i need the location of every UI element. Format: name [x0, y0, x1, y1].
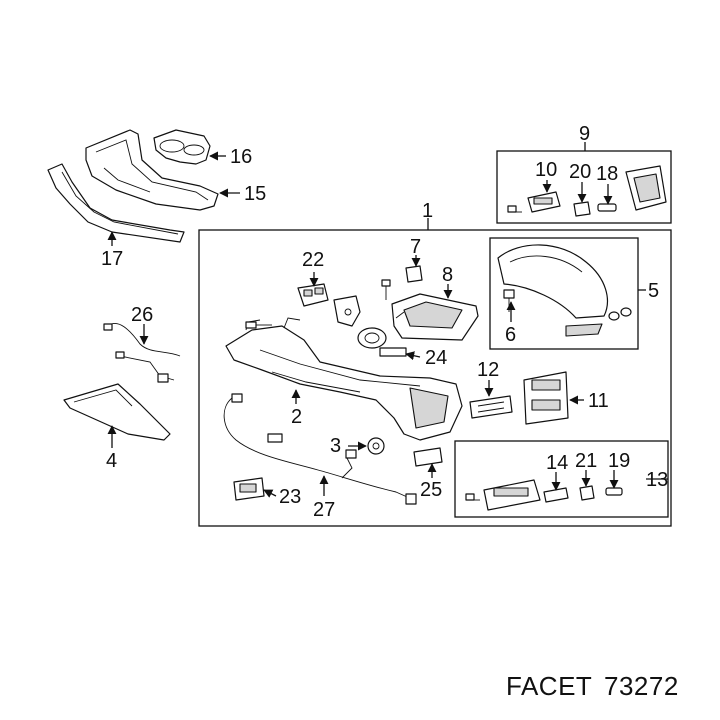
callout-10: 10: [535, 159, 557, 181]
screw-part-9-group: [507, 205, 522, 213]
leader-lines: [107, 142, 668, 498]
callout-2: 2: [291, 406, 302, 428]
wire-harness-part-27: [223, 393, 417, 505]
clip-part-25: [413, 447, 443, 467]
switch-part-14: [543, 487, 569, 503]
washers: [608, 307, 632, 321]
callout-18: 18: [596, 163, 618, 185]
lower-side-panel-part-4: [63, 383, 171, 441]
trim-plate-part-15: [85, 129, 219, 211]
callout-1: 1: [422, 200, 433, 222]
assembly-box-9: [496, 150, 672, 224]
callout-12: 12: [477, 359, 499, 381]
callout-26: 26: [131, 304, 153, 326]
callout-6: 6: [505, 324, 516, 346]
mounting-bracket: [333, 295, 361, 327]
footer-brand: FACET: [506, 671, 592, 701]
callout-11: 11: [588, 390, 609, 412]
clip-part-21: [579, 485, 595, 501]
bolt-part-6: [503, 289, 515, 312]
callout-23: 23: [279, 486, 301, 508]
knob-part-3: [367, 437, 385, 455]
screw-fastener: [381, 279, 391, 300]
module-part-10: [527, 191, 561, 213]
callout-9: 9: [579, 123, 590, 145]
callout-4: 4: [106, 450, 117, 472]
callout-13: 13: [646, 469, 668, 491]
switch-part-23: [233, 477, 265, 501]
console-body-part-2: [225, 317, 463, 441]
callout-7: 7: [410, 236, 421, 258]
callout-8: 8: [442, 264, 453, 286]
callout-25: 25: [420, 479, 442, 501]
callout-5: 5: [648, 280, 659, 302]
callout-17: 17: [101, 248, 123, 270]
bezel-part-13: [483, 479, 541, 511]
callout-19: 19: [608, 450, 630, 472]
clip-part-7: [405, 265, 423, 283]
cup-holder-part-16: [153, 129, 211, 165]
assembly-box-5: [489, 237, 639, 350]
clip-part-20: [573, 201, 591, 217]
callout-24: 24: [425, 347, 447, 369]
callout-3: 3: [330, 435, 341, 457]
callout-16: 16: [230, 146, 252, 168]
footer-part-number: 73272: [604, 671, 679, 701]
screw-part-13-group: [465, 493, 480, 501]
storage-bin-part-8: [391, 293, 479, 341]
callout-21: 21: [575, 450, 597, 472]
callout-27: 27: [313, 499, 335, 521]
vent-part-12: [469, 395, 513, 419]
connector-pad: [267, 433, 283, 443]
callout-20: 20: [569, 161, 591, 183]
callout-15: 15: [244, 183, 266, 205]
trim-plate-part-9: [625, 165, 667, 211]
switch-bezel-part-22: [297, 283, 329, 307]
armrest-lid-part-5: [497, 244, 608, 337]
wire-harness-part-26: [103, 323, 181, 383]
side-trim-panel-part-17: [47, 163, 185, 243]
rear-bezel-part-11: [523, 371, 569, 425]
callout-14: 14: [546, 452, 568, 474]
assembly-box-1: [198, 229, 672, 527]
callout-22: 22: [302, 249, 324, 271]
pin-part-19: [605, 487, 623, 496]
pin-part-18: [597, 203, 617, 212]
